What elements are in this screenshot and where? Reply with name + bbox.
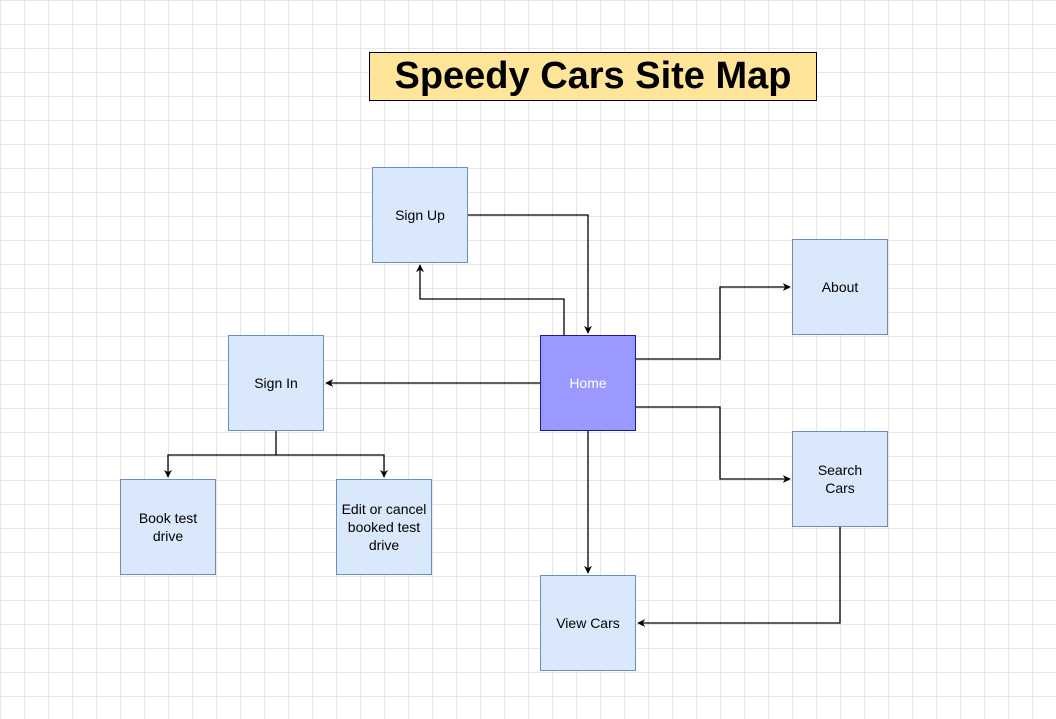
node-book-test-drive[interactable]: Book test drive: [120, 479, 216, 575]
node-home[interactable]: Home: [540, 335, 636, 431]
edge-home-to-search[interactable]: [636, 406, 791, 483]
edge-signin-to-edit[interactable]: [276, 454, 388, 478]
node-edit-or-cancel-booking[interactable]: Edit or cancel booked test drive: [336, 479, 432, 575]
node-sign-in[interactable]: Sign In: [228, 335, 324, 431]
node-about[interactable]: About: [792, 239, 888, 335]
diagram-title: Speedy Cars Site Map: [369, 52, 817, 101]
node-search-cars[interactable]: Search Cars: [792, 431, 888, 527]
edge-signup-to-home[interactable]: [468, 214, 592, 334]
edge-search-to-view[interactable]: [637, 527, 841, 627]
edge-signin-to-book[interactable]: [164, 431, 277, 478]
edge-home-to-about[interactable]: [636, 283, 791, 360]
node-view-cars[interactable]: View Cars: [540, 575, 636, 671]
node-sign-up[interactable]: Sign Up: [372, 167, 468, 263]
edge-home-to-signup[interactable]: [416, 264, 565, 335]
